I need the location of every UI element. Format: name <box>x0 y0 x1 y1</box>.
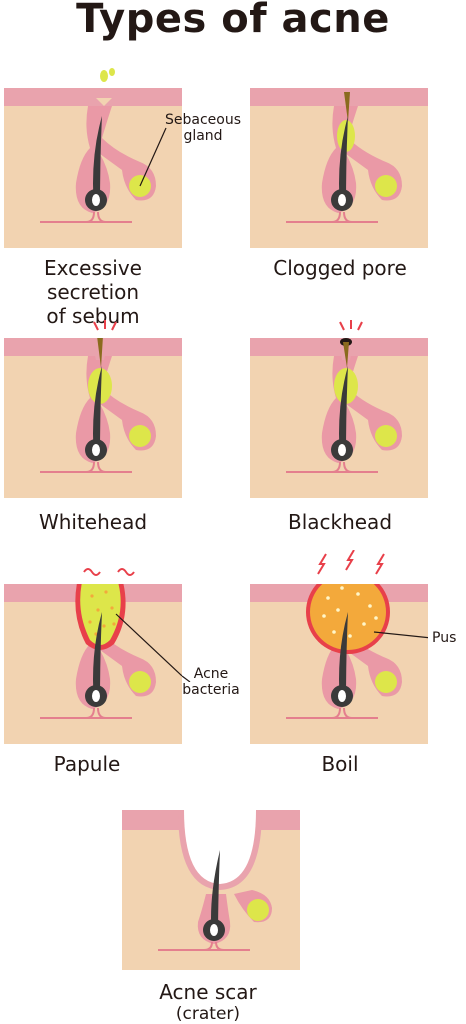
caption-line: Papule <box>53 752 121 776</box>
panel-whitehead <box>4 338 182 498</box>
skin-cross-section <box>250 88 428 248</box>
caption-line: Acne scar <box>159 980 257 1004</box>
caption-line: Excessive secretion <box>44 256 142 304</box>
caption-excessive-sebum: Excessive secretion of sebum <box>0 256 186 328</box>
caption-line: (crater) <box>175 1004 241 1024</box>
sebum-droplets <box>100 68 115 82</box>
sebaceous-gland <box>247 899 269 921</box>
annotation-line: Acne <box>193 666 229 682</box>
caption-line: of sebum <box>46 304 140 328</box>
sebaceous-gland <box>375 175 397 197</box>
caption-line: Whitehead <box>38 510 148 534</box>
hair <box>93 612 102 704</box>
panel-blackhead <box>250 338 428 498</box>
annotation-line: bacteria <box>182 682 240 698</box>
panel-acne-scar <box>122 810 300 970</box>
caption-blackhead: Blackhead <box>240 510 440 534</box>
hair <box>93 116 102 208</box>
skin-cross-section <box>4 338 182 498</box>
sebaceous-gland <box>129 425 151 447</box>
caption-clogged-pore: Clogged pore <box>240 256 440 280</box>
skin-cross-section <box>250 338 428 498</box>
hair <box>211 850 220 938</box>
pain-marks <box>317 550 385 575</box>
annotation-sebaceous-gland: Sebaceous gland <box>160 112 246 144</box>
caption-acne-scar: Acne scar (crater) <box>108 980 308 1024</box>
papule-lesion <box>80 584 121 645</box>
sebaceous-gland <box>375 425 397 447</box>
pointer-line <box>182 675 191 682</box>
scar-crater <box>184 810 256 884</box>
page-title: Types of acne <box>76 0 390 42</box>
annotation-line: Sebaceous <box>164 112 241 128</box>
caption-papule: Papule <box>0 752 174 776</box>
panel-boil <box>250 584 428 744</box>
irritation-marks <box>339 320 363 331</box>
skin-cross-section <box>4 584 182 744</box>
annotation-acne-bacteria: Acne bacteria <box>166 666 256 698</box>
skin-cross-section <box>122 810 300 970</box>
hair <box>339 366 348 458</box>
hair <box>339 116 348 208</box>
caption-line: Clogged pore <box>273 256 407 280</box>
annotation-line: gland <box>183 128 223 144</box>
annotation-pus: Pus <box>432 630 466 646</box>
caption-line: Boil <box>321 752 359 776</box>
hair <box>93 366 102 458</box>
irritation-marks <box>93 320 117 331</box>
annotation-line: Pus <box>432 630 457 646</box>
caption-boil: Boil <box>240 752 440 776</box>
panel-clogged-pore <box>250 88 428 248</box>
irritation-marks <box>83 568 135 576</box>
hair <box>339 612 348 704</box>
panel-papule <box>4 584 182 744</box>
sebaceous-gland <box>375 671 397 693</box>
caption-line: Blackhead <box>287 510 393 534</box>
panel-excessive-sebum <box>4 88 182 248</box>
caption-whitehead: Whitehead <box>0 510 186 534</box>
skin-cross-section <box>4 88 182 248</box>
boil-pus-sac <box>310 584 386 650</box>
skin-cross-section <box>250 584 428 744</box>
sebaceous-gland <box>129 671 151 693</box>
